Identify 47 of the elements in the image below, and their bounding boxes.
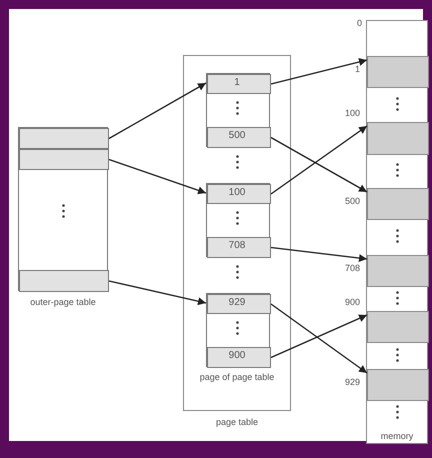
table-entry [207,127,271,148]
page-table-container [183,55,291,411]
table-entry [19,270,109,292]
address-label: 900 [344,297,360,308]
page-table-page [206,293,270,367]
arrow [108,280,206,306]
address-label: 1 [354,64,360,75]
table-entry [207,237,271,258]
table-entry [207,74,271,94]
arrow [270,58,368,85]
address-label: 500 [344,196,360,207]
memory-frame [367,122,429,155]
address-label: 100 [344,108,360,119]
page-table-page [206,183,270,257]
entry-number: 929 [228,296,246,308]
address-label: 929 [344,377,360,388]
entry-number: 900 [228,350,246,361]
arrow [108,82,206,140]
table-caption: outer-page table [29,297,97,308]
arrow [270,136,368,193]
memory-column [366,20,428,444]
arrow [270,125,368,195]
entry-number: 500 [228,130,246,141]
arrow [108,158,206,194]
arrow [270,303,368,374]
address-label: 0 [356,18,362,29]
entry-number: 1 [233,76,241,88]
arrow [270,246,368,262]
memory-frame [367,56,429,88]
memory-caption: memory [380,431,414,442]
arrow [270,314,368,358]
table-caption: page of page table [198,372,276,383]
page-table-page [206,73,270,147]
outer-page-table [18,127,108,291]
memory-frame [367,311,429,343]
address-label: 708 [344,263,360,274]
entry-number: 100 [228,186,246,198]
memory-frame [367,255,429,287]
table-entry [207,294,271,314]
table-entry [19,128,109,149]
entry-number: 708 [228,240,246,251]
table-entry [207,184,271,204]
table-entry [207,347,271,368]
table-entry [19,149,109,170]
table-caption: page table [214,417,260,428]
memory-frame [367,188,429,220]
memory-frame [367,369,429,401]
